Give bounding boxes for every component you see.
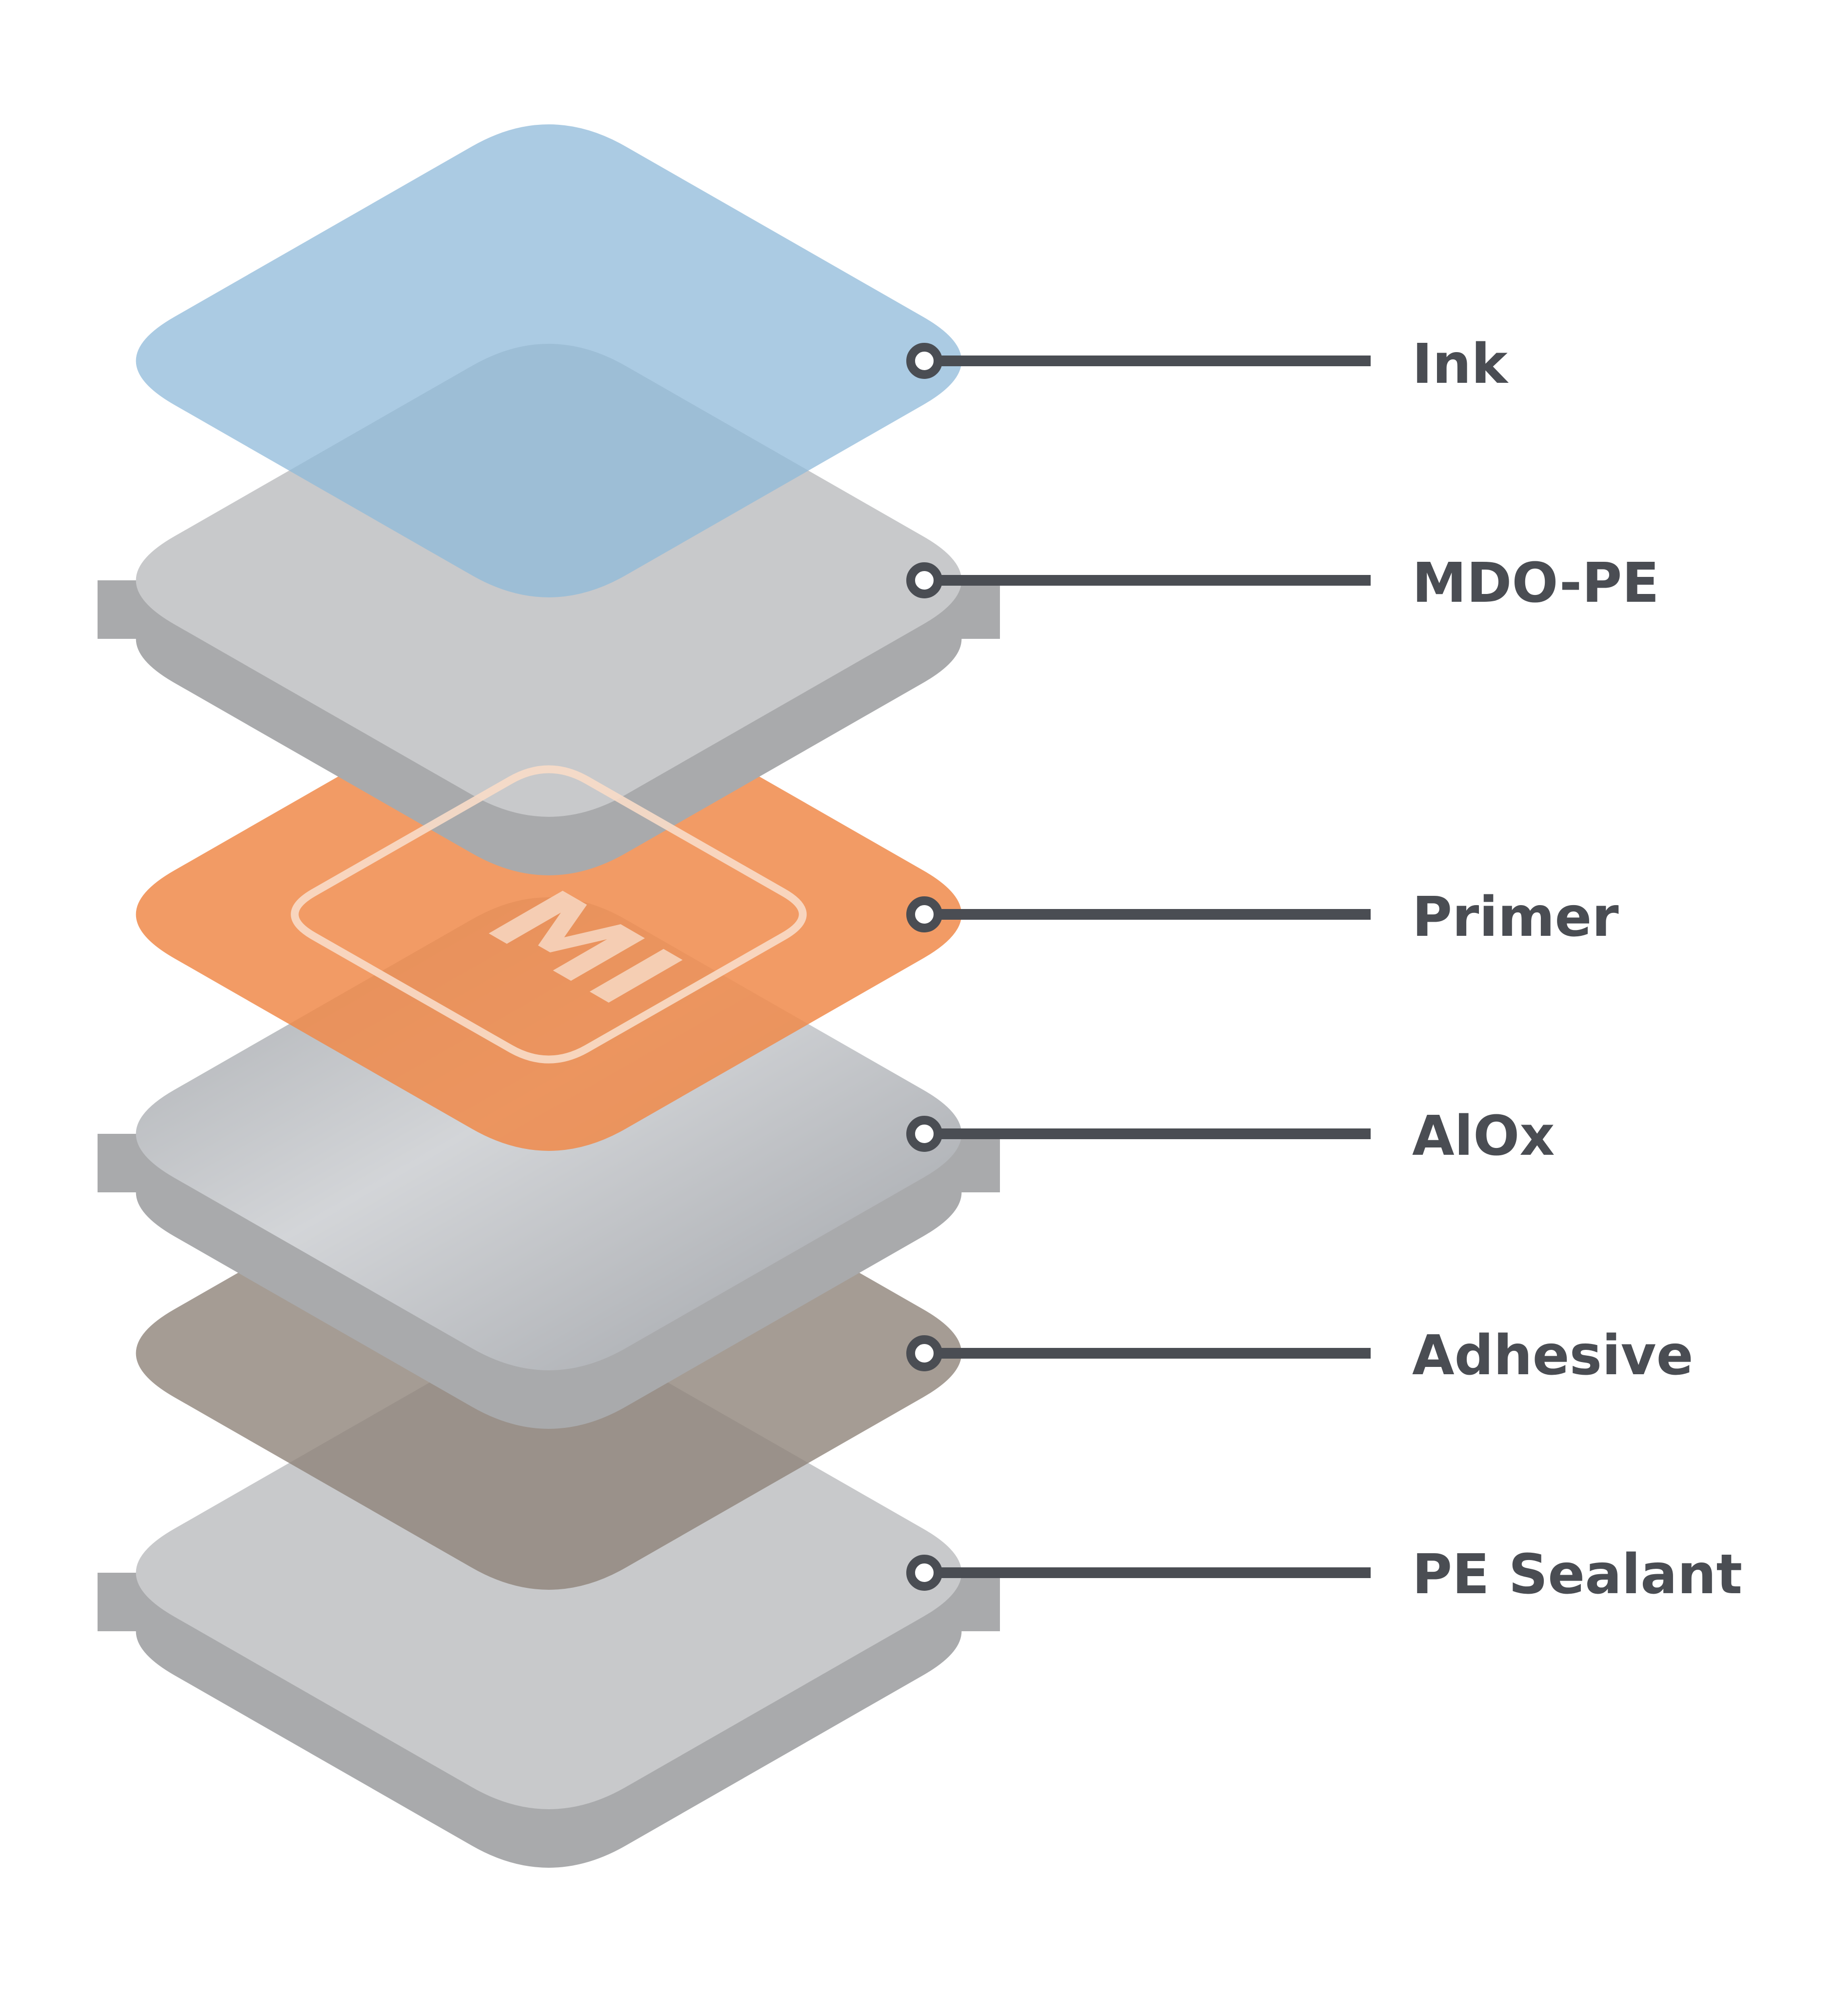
label-pe-sealant: PE Sealant	[1412, 1543, 1742, 1606]
logo-frame	[291, 765, 807, 1064]
label-adhesive: Adhesive	[1412, 1324, 1694, 1387]
label-alox: AlOx	[1412, 1105, 1555, 1168]
leader-dot-alox	[906, 1116, 942, 1152]
leader-dot-primer	[906, 896, 942, 932]
label-ink: Ink	[1412, 333, 1509, 396]
leader-dot-pe-sealant	[906, 1555, 942, 1591]
leader-lines	[906, 343, 1371, 1591]
layer-ink	[136, 124, 962, 597]
label-primer: Primer	[1412, 886, 1619, 949]
layer-labels: Ink MDO-PE Primer AlOx Adhesive PE Seala…	[1412, 333, 1742, 1606]
leader-dot-ink	[906, 343, 942, 379]
label-mdo-pe: MDO-PE	[1412, 552, 1659, 615]
layer-primer	[136, 678, 962, 1151]
layer-top-face	[136, 124, 962, 597]
leader-dot-mdo-pe	[906, 562, 942, 598]
leader-dot-adhesive	[906, 1335, 942, 1371]
layer-top-face	[136, 678, 962, 1151]
